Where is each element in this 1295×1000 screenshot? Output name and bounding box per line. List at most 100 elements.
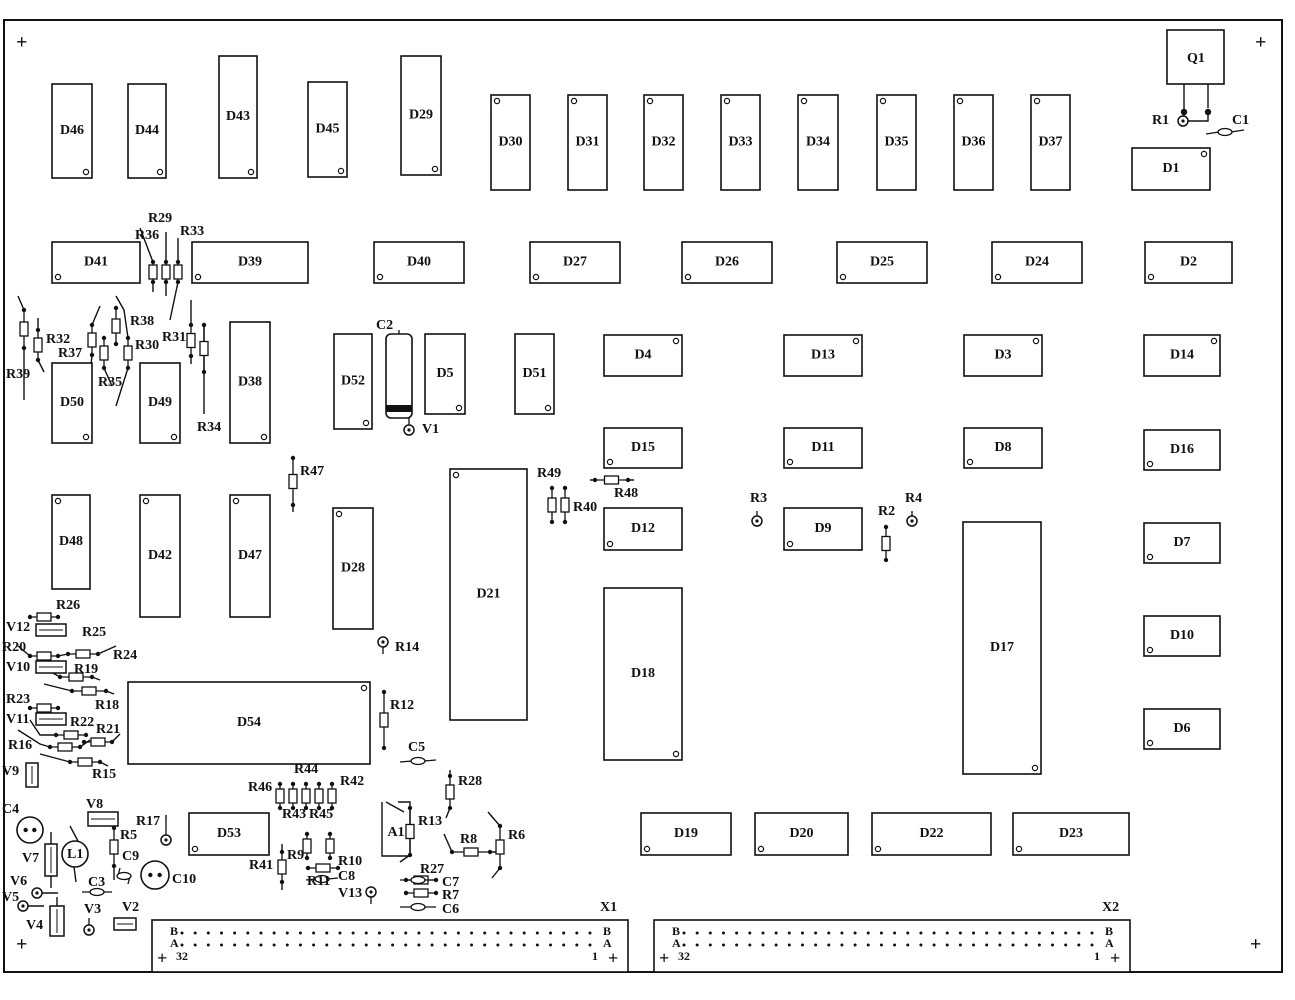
resistor-body	[99, 345, 109, 361]
chip-d32: D32	[643, 94, 684, 191]
pad	[279, 849, 285, 855]
chip-label: D41	[84, 255, 108, 270]
chip-body	[797, 94, 839, 191]
chip-label: D19	[674, 826, 698, 841]
pin-one-marker	[1031, 764, 1039, 772]
row-a-label-left: A	[672, 936, 681, 950]
pad	[175, 259, 181, 265]
resistor-r44	[301, 781, 311, 811]
pad	[487, 849, 493, 855]
pad	[277, 781, 283, 787]
label-v10: V10	[6, 660, 30, 675]
pad	[549, 485, 555, 491]
testpoint-center	[164, 838, 168, 842]
label-r4: R4	[905, 491, 922, 506]
contact-row-a	[233, 943, 237, 947]
chip-body	[229, 321, 271, 444]
pin-one-marker	[646, 97, 654, 105]
contact-row-b	[312, 931, 316, 935]
chip-d17: D17	[962, 521, 1042, 775]
mount-mark: +	[659, 948, 669, 968]
pad	[150, 279, 156, 285]
pin-one-marker	[82, 168, 90, 176]
contact-row-a	[483, 943, 487, 947]
chip-label: D15	[631, 440, 655, 455]
contact-row-b	[748, 931, 752, 935]
resistor-r9	[302, 831, 312, 861]
chip-d5: D5	[424, 333, 466, 415]
resistor-r32	[33, 327, 43, 363]
contact-row-a	[312, 943, 316, 947]
contact-row-a	[522, 943, 526, 947]
pad	[329, 805, 335, 811]
chip-d42: D42	[139, 494, 181, 618]
resistor-body	[109, 839, 119, 855]
pad	[109, 739, 115, 745]
chip-label: D32	[651, 135, 675, 150]
pad	[449, 849, 455, 855]
pad	[53, 732, 59, 738]
pad	[111, 825, 117, 831]
resistor-body	[87, 332, 97, 348]
resistor-body	[560, 497, 570, 513]
chip-label: D2	[1180, 255, 1197, 270]
chip-body	[783, 507, 863, 551]
resistor-r19	[57, 672, 95, 682]
chip-body	[51, 362, 93, 444]
resistor-r21	[81, 737, 115, 747]
chip-body	[51, 241, 141, 284]
contact-row-b	[246, 931, 250, 935]
wire-trace	[29, 719, 56, 736]
pad	[35, 357, 41, 363]
chip-body	[754, 812, 849, 856]
label-v12: V12	[6, 620, 30, 635]
diode-v11	[35, 712, 67, 726]
chip-d7: D7	[1143, 522, 1221, 564]
chip-body	[603, 427, 683, 469]
label-v11: V11	[6, 712, 29, 727]
label-r19: R19	[74, 662, 98, 677]
contact-row-b	[549, 931, 553, 935]
contact-row-a	[391, 943, 395, 947]
chip-d11: D11	[783, 427, 863, 469]
resistor-r28	[445, 773, 455, 811]
wire-trace	[169, 238, 179, 321]
pin-one-marker	[672, 750, 680, 758]
wire-trace	[1183, 84, 1209, 108]
contact-row-b	[206, 931, 210, 935]
chip-body	[127, 83, 167, 179]
pin-one-marker	[376, 273, 384, 281]
wire-trace	[17, 295, 25, 400]
chip-label: D44	[135, 123, 159, 138]
contact-row-a	[417, 943, 421, 947]
capacitor-c3	[82, 887, 112, 897]
pad	[327, 855, 333, 861]
chip-d14: D14	[1143, 334, 1221, 377]
contact-row-a	[748, 943, 752, 947]
label-c5: C5	[408, 740, 425, 755]
label-v3: V3	[84, 902, 101, 917]
chip-label: D22	[919, 826, 943, 841]
chip-body	[567, 94, 608, 191]
label-r27: R27	[420, 862, 444, 877]
resistor-r45	[314, 781, 324, 811]
pad	[290, 455, 296, 461]
chip-body	[1012, 812, 1130, 856]
contact-row-a	[404, 943, 408, 947]
pad	[81, 739, 87, 745]
label-r11: R11	[307, 874, 330, 889]
chip-body	[333, 333, 373, 430]
chip-label: D13	[811, 348, 835, 363]
resistor-body	[302, 838, 312, 854]
contact-row-a	[272, 943, 276, 947]
pin-one-marker	[194, 273, 202, 281]
last-pin-number: 32	[678, 949, 690, 963]
label-r43: R43	[282, 807, 306, 822]
row-b-label-left: B	[672, 924, 680, 938]
chip-body	[603, 587, 683, 761]
mounting-marks: ++++	[16, 32, 1266, 956]
pad	[157, 872, 162, 878]
contact-row-a	[985, 943, 989, 947]
contact-row-a	[338, 943, 342, 947]
